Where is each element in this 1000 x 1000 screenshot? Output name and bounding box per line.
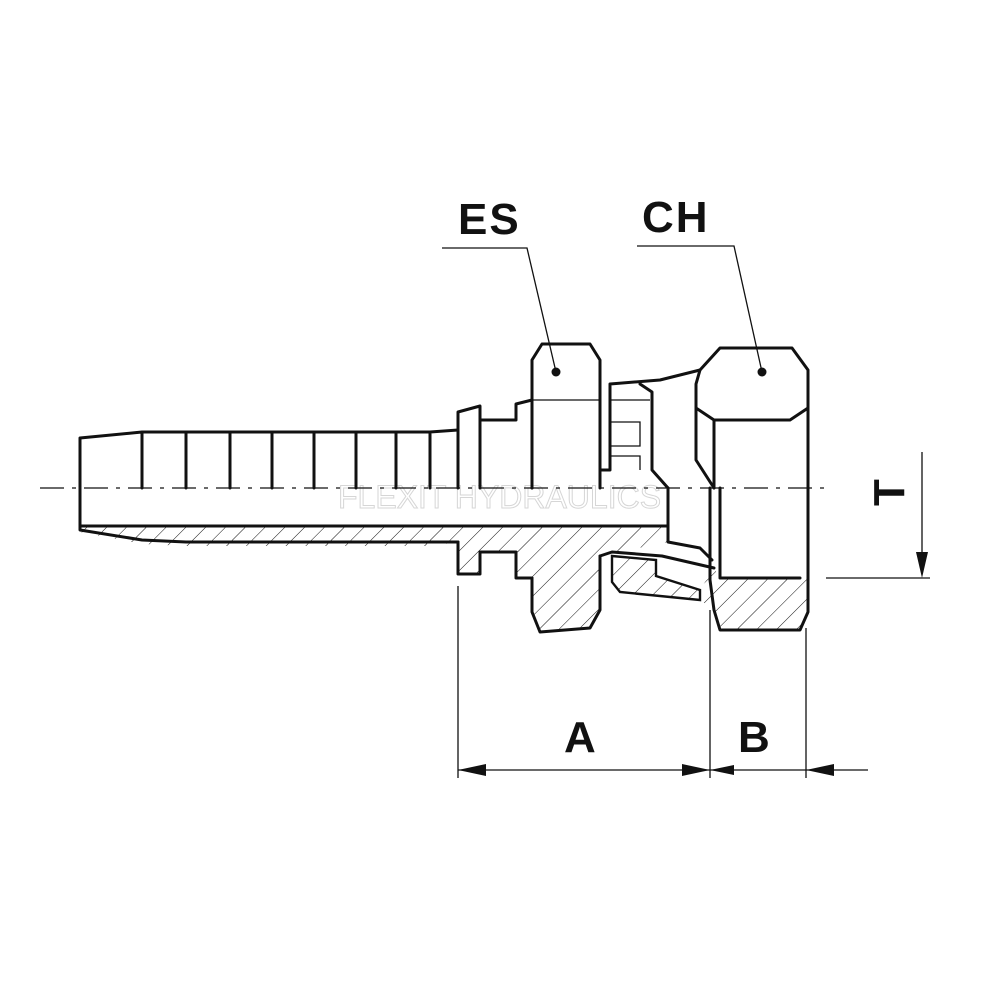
es-hex bbox=[530, 342, 602, 634]
t-dimension bbox=[826, 452, 930, 579]
ch-label: CH bbox=[642, 193, 710, 242]
watermark-text: FLEXIT HYDRAULICS bbox=[338, 479, 661, 515]
hose-tail bbox=[78, 428, 670, 546]
collars bbox=[456, 398, 668, 632]
ch-swivel-nut bbox=[694, 346, 810, 632]
b-label: B bbox=[738, 713, 770, 762]
seal-area bbox=[598, 368, 716, 602]
a-b-dimensions bbox=[457, 586, 868, 778]
leaders bbox=[442, 245, 763, 373]
t-label: T bbox=[865, 479, 914, 506]
a-label: A bbox=[564, 713, 596, 762]
es-label: ES bbox=[458, 195, 521, 244]
